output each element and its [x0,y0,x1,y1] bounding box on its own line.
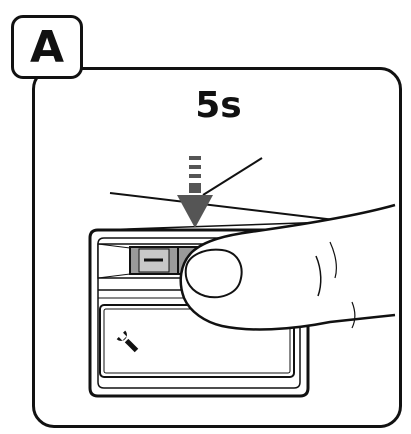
wrench-icon [116,330,139,353]
fingernail [184,248,243,299]
shelf-edge-lower [97,221,331,231]
shelf-edge [109,192,336,221]
finger-press-illustration [179,203,396,331]
finger-crease-2 [329,241,337,279]
finger-crease [315,255,322,297]
finger-crease-3 [351,301,356,329]
duration-label: 5s [195,85,242,126]
down-arrow-icon [177,156,213,228]
leader-line [202,157,263,196]
step-badge: A [11,15,83,79]
step-letter: A [29,22,65,73]
